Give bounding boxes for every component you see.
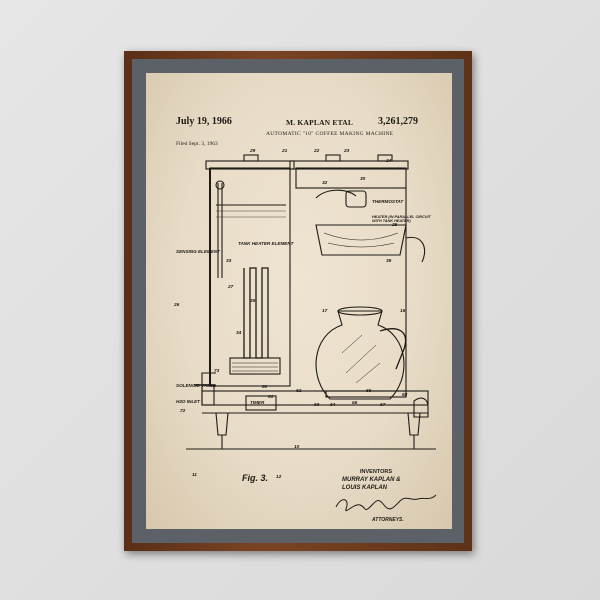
label-timer: TIMER bbox=[250, 400, 265, 405]
reference-number: 66 bbox=[366, 389, 372, 394]
reference-number: 26 bbox=[174, 303, 180, 308]
reference-number: 64 bbox=[330, 403, 336, 408]
reference-number: 25 bbox=[392, 223, 398, 228]
inventors-heading: INVENTORS bbox=[360, 469, 392, 475]
reference-number: 33 bbox=[226, 259, 232, 264]
reference-number: 60 bbox=[262, 385, 268, 390]
reference-number: 30 bbox=[360, 177, 366, 182]
label-tank-heater: TANK HEATER ELEMENT bbox=[238, 241, 294, 246]
patent-print: July 19, 1966 M. KAPLAN ETAL 3,261,279 A… bbox=[146, 73, 452, 529]
reference-number: 67 bbox=[380, 403, 386, 408]
reference-number: 36 bbox=[386, 259, 392, 264]
reference-number: 35 bbox=[250, 299, 256, 304]
label-heater: HEATER (IN PARALLEL CIRCUIT WITH TANK HE… bbox=[372, 215, 431, 224]
attorney-signature bbox=[335, 494, 437, 512]
inventor-1: MURRAY KAPLAN & bbox=[342, 477, 401, 483]
reference-number: 24 bbox=[386, 159, 392, 164]
reference-number: 12 bbox=[276, 475, 282, 480]
patent-inventor-header: M. KAPLAN ETAL bbox=[286, 118, 354, 127]
reference-number: 23 bbox=[344, 149, 350, 154]
patent-date: July 19, 1966 bbox=[176, 116, 232, 127]
reference-number: 27 bbox=[228, 285, 234, 290]
label-solenoid-valve: SOLENOID VALVE bbox=[176, 383, 216, 388]
reference-number: 10 bbox=[294, 445, 300, 450]
reference-number: 68 bbox=[402, 393, 408, 398]
reference-number: 29 bbox=[250, 149, 256, 154]
reference-number: 22 bbox=[314, 149, 320, 154]
brew-basket bbox=[315, 224, 407, 256]
patent-filed-date: Filed Sept. 3, 1963 bbox=[176, 141, 218, 147]
reference-number: 73 bbox=[214, 369, 220, 374]
reference-number: 61 bbox=[268, 395, 274, 400]
coffee-machine-drawing bbox=[186, 154, 436, 450]
coffee-carafe bbox=[315, 310, 405, 400]
patent-number: 3,261,279 bbox=[378, 116, 418, 127]
reference-number: 11 bbox=[192, 473, 197, 478]
label-sensing-element: SENSING ELEMENT bbox=[176, 249, 220, 254]
figure-caption: Fig. 3. bbox=[242, 473, 269, 483]
frame-mat: July 19, 1966 M. KAPLAN ETAL 3,261,279 A… bbox=[132, 59, 464, 543]
label-thermostat: THERMOSTAT bbox=[372, 199, 404, 204]
picture-frame: July 19, 1966 M. KAPLAN ETAL 3,261,279 A… bbox=[124, 51, 472, 551]
reference-number: 21 bbox=[282, 149, 288, 154]
inventor-2: LOUIS KAPLAN bbox=[342, 485, 387, 491]
patent-title: AUTOMATIC "10" COFFEE MAKING MACHINE bbox=[266, 131, 394, 137]
attorneys-label: ATTORNEYS. bbox=[372, 517, 404, 523]
reference-number: 62 bbox=[296, 389, 302, 394]
reference-number: 65 bbox=[352, 401, 358, 406]
label-h2o-inlet: H2O INLET bbox=[176, 399, 200, 404]
reference-number: 32 bbox=[322, 181, 328, 186]
reference-number: 63 bbox=[314, 403, 320, 408]
reference-number: 16 bbox=[400, 309, 406, 314]
heater-coil bbox=[243, 267, 269, 359]
reference-number: 34 bbox=[236, 331, 242, 336]
reference-number: 17 bbox=[322, 309, 328, 314]
reference-number: 72 bbox=[180, 409, 186, 414]
